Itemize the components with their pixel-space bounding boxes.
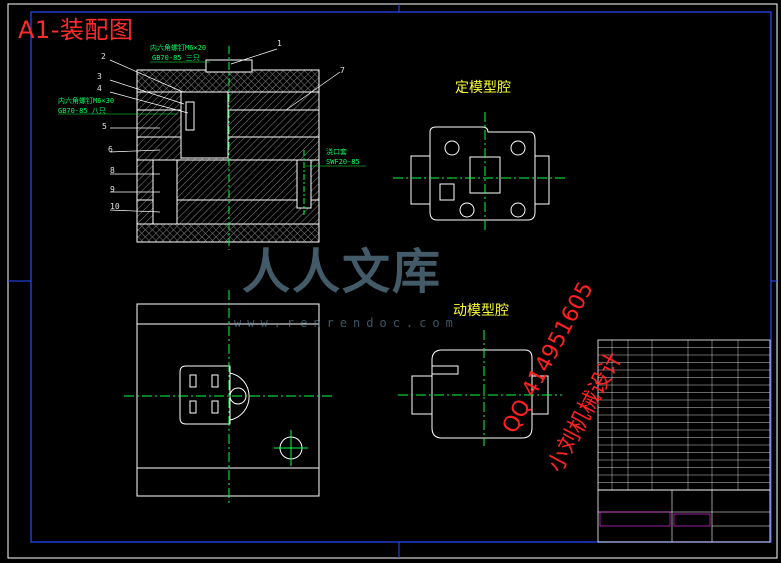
fixed-insert-small	[439, 183, 455, 201]
mold-plate-bottom	[136, 223, 320, 243]
fixed-side-lug-right	[534, 155, 550, 205]
bushing-label-1: 浇口套	[326, 148, 347, 156]
parts-list-rows	[598, 340, 770, 490]
callout-1: 1	[277, 39, 282, 48]
fixed-side-lug-left	[410, 155, 431, 205]
leader-3	[109, 79, 185, 105]
bushing-label-2: SWF20-85	[326, 158, 360, 166]
callout-3: 3	[97, 72, 102, 81]
callout-5: 5	[102, 122, 107, 131]
moving-cavity-view	[398, 330, 562, 446]
leader-1	[230, 48, 278, 65]
callout-7: 7	[340, 66, 345, 75]
fixed-cavity-outline	[429, 126, 536, 221]
callout-10: 10	[110, 202, 120, 211]
leader-4	[109, 91, 189, 114]
plan-cavity-insert	[179, 365, 231, 425]
plan-sprue-arc	[229, 372, 250, 421]
title-block-frame	[597, 489, 771, 543]
title-block-magenta-2	[673, 513, 711, 527]
callout-8: 8	[110, 166, 115, 175]
fixed-pin-hole-br	[510, 202, 526, 218]
title-block-magenta-1	[599, 511, 671, 527]
callout-2: 2	[101, 52, 106, 61]
fixed-cavity-view	[393, 112, 565, 232]
watermark-logo-text: 人人文库	[242, 244, 443, 300]
leader-10	[109, 209, 161, 213]
callout-4: 4	[97, 84, 102, 93]
screw-top-label-1: 内六角螺钉M6×20	[150, 44, 207, 52]
fixed-pin-hole-bl	[459, 202, 475, 218]
plan-slot-3	[189, 400, 197, 414]
sheet-inner-frame	[30, 11, 772, 543]
title-block	[597, 489, 771, 543]
plan-plate	[136, 303, 320, 497]
plan-slot-2	[211, 374, 219, 388]
callout-9: 9	[110, 185, 115, 194]
leader-6	[109, 149, 161, 153]
fixed-pin-hole-tl	[444, 140, 460, 156]
mold-plate-top	[136, 69, 320, 93]
moving-runner	[431, 365, 459, 375]
fixed-pin-hole-tr	[510, 140, 526, 156]
screw-top-label-2: GB70-85 三只	[152, 54, 200, 62]
fixed-cavity-label: 定模型腔	[455, 80, 511, 96]
screw-mid-label-2: GB70-85 八只	[58, 107, 106, 115]
leader-2	[109, 59, 184, 93]
plan-slot-4	[211, 400, 219, 414]
plan-slot-1	[189, 374, 197, 388]
plan-view	[124, 290, 332, 505]
parts-list	[597, 339, 771, 491]
moving-cavity-outline	[431, 349, 533, 439]
callout-6: 6	[108, 145, 113, 154]
sheet-title: A1-装配图	[18, 16, 134, 44]
section-view	[58, 46, 366, 250]
screw-mid-label-1: 内六角螺钉M6×30	[58, 97, 115, 105]
leader-7	[285, 71, 341, 111]
moving-cavity-label: 动模型腔	[453, 303, 509, 319]
watermark-url: www.renrendoc.com	[234, 316, 459, 330]
gate-insert	[185, 101, 195, 131]
